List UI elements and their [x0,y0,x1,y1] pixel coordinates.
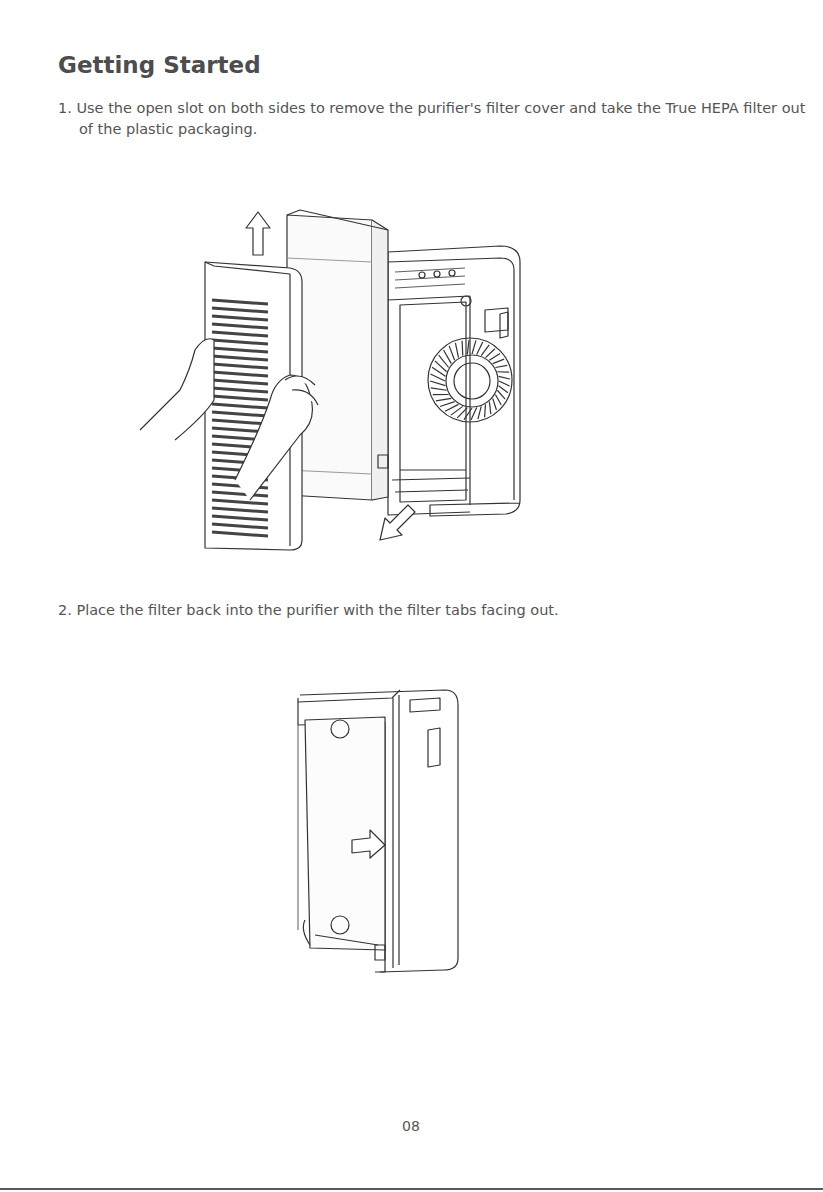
vent-slot [212,348,268,352]
vent-slot [212,388,268,392]
vent-slot [212,332,268,336]
vent-slot [212,308,268,312]
fan-fin [433,394,449,395]
fan-fin [499,386,508,393]
fan-fin [499,376,510,379]
fan-fin [461,341,463,356]
fan-fin [471,408,477,420]
fan-fin [493,359,504,363]
vent-slot [212,492,268,496]
vent-slot [212,516,268,520]
vent-slot [212,420,268,424]
vent-slot [212,316,268,320]
page-number: 08 [371,1118,451,1134]
vent-slot [212,324,268,328]
fan-fin [477,342,483,354]
fan-fin [431,388,447,390]
fan-fin [481,345,489,356]
fan-fin [449,346,454,360]
fan-fin [467,340,469,354]
vent-slot [212,532,268,536]
fan-fin [440,402,455,407]
arrow-down-left [380,505,415,540]
fan-fin [430,381,445,386]
purifier-assembled [298,690,458,972]
fan-fin [499,381,510,386]
vent-slot [212,508,268,512]
fan-fin [444,350,452,364]
vent-slot [212,372,268,376]
fan-fin [436,398,451,400]
fan-fin [489,402,490,414]
vent-slot [212,380,268,384]
hand [140,339,318,500]
vent-slot [212,396,268,400]
fan-fin [472,340,476,354]
vent-slot [212,356,268,360]
fan-fin [445,404,458,411]
fan-fin [489,354,500,361]
fan-fin [484,404,486,417]
arrow-right [352,830,385,858]
vent-slot [212,340,268,344]
fan-fin [495,395,501,405]
vent-slot [212,404,268,408]
fan-fin [478,406,481,419]
fan-fin [495,365,507,367]
fan [428,338,512,422]
vent-slot [212,300,268,304]
fan-fin [493,398,497,410]
vent-slot [212,412,268,416]
step-text: 1. Use the open slot on both sides to re… [58,98,819,140]
fan-fin [455,343,458,358]
vent-slot [212,524,268,528]
step-text: 2. Place the filter back into the purifi… [58,600,819,621]
fan-fin [486,349,495,358]
purifier-body [388,246,520,516]
fan-fin [497,390,505,399]
fan-fin [497,371,509,373]
vent-slot [212,364,268,368]
arrow-up [246,212,270,255]
vent-slot [212,500,268,504]
page-title: Getting Started [58,52,758,78]
